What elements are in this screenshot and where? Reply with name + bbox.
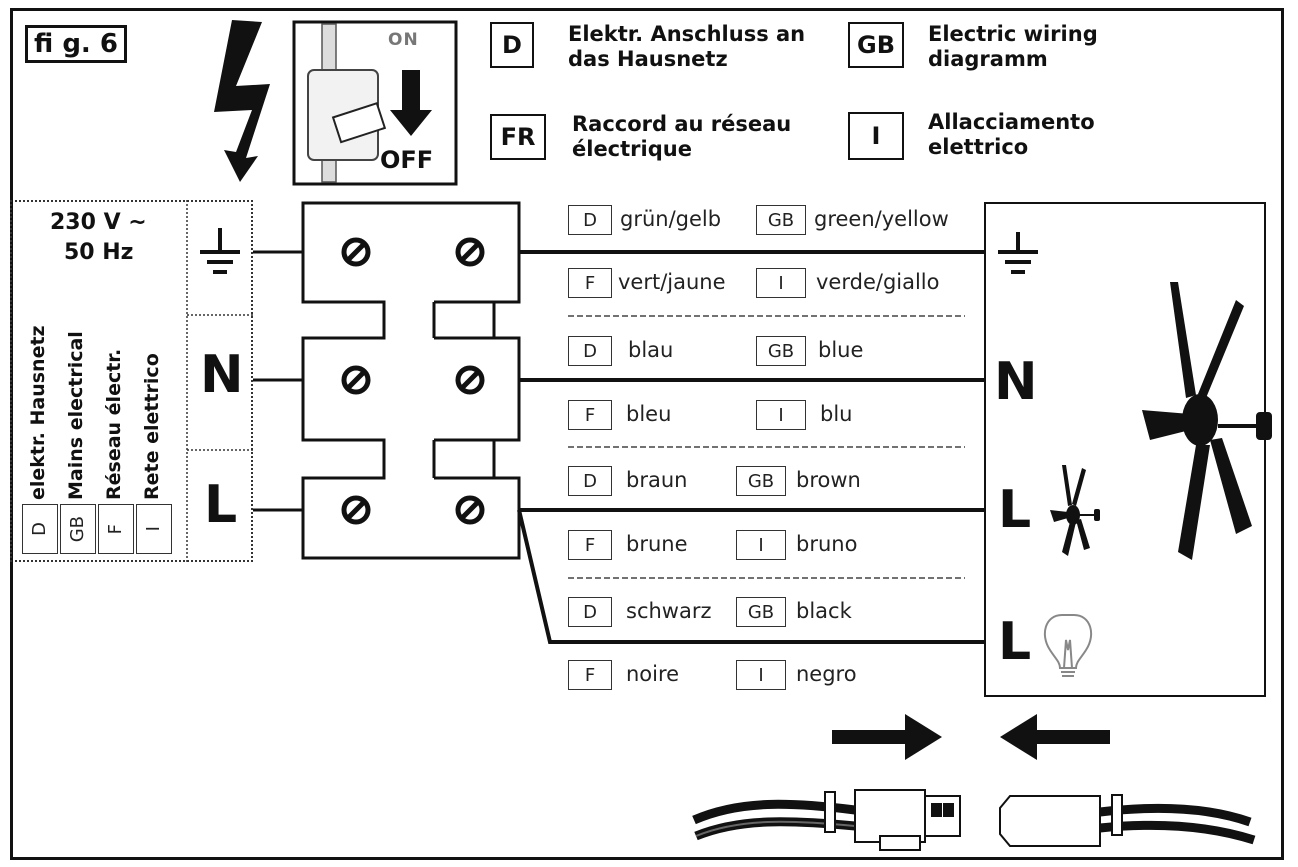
header-i-line2: elettrico [928, 135, 1029, 159]
cable-connector-left [692, 789, 961, 851]
wire4-code-gb: GB [736, 597, 786, 627]
wire4-f-text: noire [626, 662, 680, 686]
terminal-screws [341, 237, 485, 525]
wire2-f-text: bleu [626, 402, 672, 426]
wire4-code-f: F [568, 660, 612, 690]
wire4-d-text: schwarz [626, 599, 712, 623]
mains-label-gb: Mains electrical [65, 331, 87, 500]
wire1-i-text: verde/giallo [816, 270, 940, 294]
header-gb-line1: Electric wiring [928, 22, 1098, 46]
wire3-gb-text: brown [796, 468, 861, 492]
switch-off-label: OFF [380, 146, 434, 174]
header-fr-line2: électrique [572, 137, 692, 161]
mains-code-f: F [98, 504, 134, 554]
mains-label-d: elektr. Hausnetz [27, 325, 49, 500]
wire3-i-text: bruno [796, 532, 858, 556]
wire2-code-f: F [568, 400, 612, 430]
small-fan-icon [1050, 465, 1100, 556]
outgoing-wires [517, 250, 985, 644]
device-live-fan-label: L [998, 480, 1032, 540]
incoming-wires [253, 250, 303, 512]
lang-code-fr: FR [490, 114, 546, 160]
cable-connector-right [999, 794, 1256, 847]
mains-voltage: 230 V ~ [50, 210, 147, 235]
wire3-code-gb: GB [736, 466, 786, 496]
wire3-f-text: brune [626, 532, 688, 556]
wire4-code-i: I [736, 660, 786, 690]
header-fr-line1: Raccord au réseau [572, 112, 792, 136]
figure-label: fi g. 6 [25, 25, 127, 63]
device-box [984, 202, 1266, 697]
arrow-left-icon [1000, 714, 1110, 760]
lang-code-d: D [490, 22, 534, 68]
separators [568, 315, 965, 579]
header-d-line1: Elektr. Anschluss an [568, 22, 806, 46]
mains-label-fr: Réseau électr. [103, 348, 125, 500]
light-bulb-icon [1043, 614, 1093, 677]
wire1-code-d: D [568, 205, 612, 235]
mains-code-i-text: I [143, 526, 164, 532]
lang-code-gb: GB [848, 22, 904, 68]
lang-code-i: I [848, 112, 904, 160]
header-i-text: Allacciamento elettrico [928, 110, 1095, 160]
device-neutral-label: N [994, 352, 1038, 412]
switch-on-label: ON [388, 30, 419, 50]
wire4-code-d: D [568, 597, 612, 627]
terminal-block [301, 201, 521, 560]
ceiling-fan-icon [1142, 282, 1272, 560]
wire4-i-text: negro [796, 662, 857, 686]
terminal-neutral-label: N [200, 345, 244, 405]
mains-code-gb: GB [60, 504, 96, 554]
wire2-gb-text: blue [818, 338, 864, 362]
header-gb-line2: diagramm [928, 47, 1048, 71]
arrow-right-icon [832, 714, 942, 760]
wire2-d-text: blau [628, 338, 674, 362]
wire2-code-d: D [568, 336, 612, 366]
earth-ground-icon-left [200, 228, 240, 274]
mains-code-gb-text: GB [67, 515, 88, 543]
header-d-text: Elektr. Anschluss an das Hausnetz [568, 22, 805, 72]
breaker-switch-icon [292, 20, 458, 186]
header-i-line1: Allacciamento [928, 110, 1095, 134]
header-fr-text: Raccord au réseau électrique [572, 112, 791, 162]
mains-dividers [186, 200, 253, 562]
mains-panel [10, 200, 253, 562]
device-live-light-label: L [998, 612, 1032, 672]
wire3-code-i: I [736, 530, 786, 560]
wire4-gb-text: black [796, 599, 852, 623]
wire1-f-text: vert/jaune [618, 270, 726, 294]
header-gb-text: Electric wiring diagramm [928, 22, 1098, 72]
wire2-code-gb: GB [756, 336, 806, 366]
wire1-d-text: grün/gelb [620, 207, 722, 231]
earth-ground-icon-right [998, 232, 1038, 274]
wire1-code-gb: GB [756, 205, 806, 235]
lightning-icon [214, 20, 270, 182]
wire3-code-f: F [568, 530, 612, 560]
wire1-gb-text: green/yellow [814, 207, 949, 231]
wire3-d-text: braun [626, 468, 688, 492]
mains-code-f-text: F [105, 523, 126, 535]
wire3-code-d: D [568, 466, 612, 496]
terminal-live-label: L [204, 475, 238, 535]
mains-code-d: D [22, 504, 58, 554]
mains-code-i: I [136, 504, 172, 554]
mains-code-d-text: D [29, 522, 50, 536]
wire2-code-i: I [756, 400, 806, 430]
mains-label-i: Rete elettrico [141, 353, 163, 500]
header-d-line2: das Hausnetz [568, 47, 728, 71]
wire1-code-f: F [568, 268, 612, 298]
mains-frequency: 50 Hz [64, 240, 134, 265]
wire1-code-i: I [756, 268, 806, 298]
wire2-i-text: blu [820, 402, 853, 426]
